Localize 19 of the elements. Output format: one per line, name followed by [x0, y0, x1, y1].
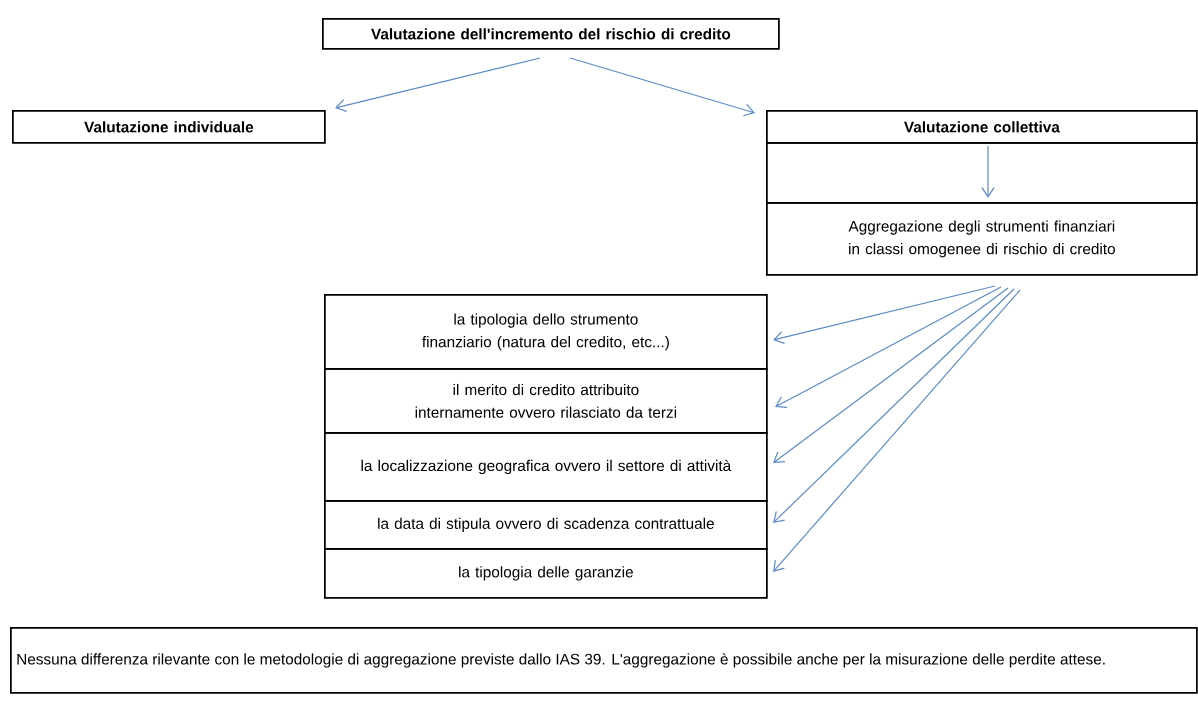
heading-box: Valutazione dell'incremento del rischio di credito	[322, 18, 780, 50]
arrow	[335, 57, 541, 112]
criterion-box: il merito di credito attribuito internamente ovvero rilasciato da terzi	[324, 368, 768, 434]
heading-box: Valutazione individuale	[12, 110, 326, 144]
criterion-box: la tipologia dello strumento finanziario (natura del credito, etc...)	[324, 294, 768, 370]
process-box: Aggregazione degli strumenti finanziari in classi omogenee di rischio di credito	[766, 202, 1198, 276]
arrow	[773, 289, 1021, 572]
arrow	[981, 145, 995, 198]
criterion-box: la data di stipula ovvero di scadenza contrattuale	[324, 500, 768, 550]
heading-box: Valutazione collettiva	[766, 110, 1198, 144]
arrow	[773, 285, 996, 344]
arrow	[773, 288, 1015, 523]
criterion-box: la tipologia delle garanzie	[324, 548, 768, 599]
arrow	[773, 287, 1009, 463]
arrow	[775, 286, 1002, 408]
empty-box	[766, 142, 1198, 204]
criterion-box: la localizzazione geografica ovvero il settore di attività	[324, 432, 768, 502]
arrow	[569, 57, 755, 117]
note-box: Nessuna differenza rilevante con le metodologie di aggregazione previste dallo IAS 39. L'aggregazione è possibile anche per la misurazione delle perdite attese.	[10, 627, 1198, 694]
